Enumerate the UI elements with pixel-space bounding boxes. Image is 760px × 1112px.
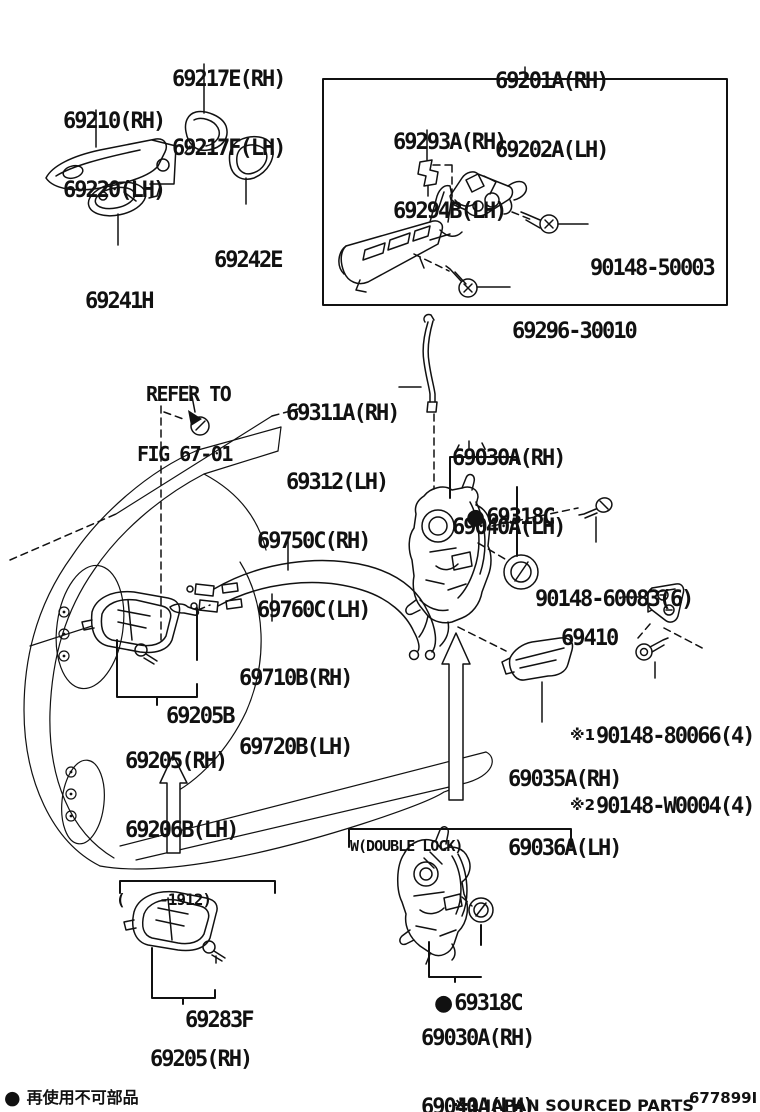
label-inner-handle-pin-old: 69283F bbox=[185, 1008, 254, 1033]
rear-cable-drawing bbox=[187, 561, 435, 660]
door-lock-drawing bbox=[406, 475, 491, 646]
inner-handle-pin-drawing bbox=[135, 644, 157, 664]
label-lock-screws: 90148-60083(6) bbox=[535, 587, 694, 612]
label-outer-handle: 69210(RH) 69220(LH) bbox=[63, 109, 166, 203]
label-handle-cover: 69217E(RH) 69217F(LH) bbox=[172, 67, 286, 161]
diagram-code: 677899I bbox=[689, 1089, 758, 1107]
handle-gasket-drawing bbox=[229, 137, 273, 180]
label-frame-assembly: 69201A(RH) 69202A(LH) bbox=[495, 69, 609, 163]
double-lock-grommet-drawing bbox=[469, 898, 493, 922]
label-front-cable: 69710B(RH) 69720B(LH) bbox=[239, 666, 353, 760]
note-date-range: ( -1912) bbox=[116, 890, 212, 909]
inner-handle-drawing bbox=[82, 592, 180, 653]
striker-drawing bbox=[648, 584, 684, 622]
frame-assembly-box bbox=[323, 79, 727, 305]
legend-non-reusable: ●再使用不可部品 ●Non-reusable part bbox=[4, 1087, 139, 1109]
outer-handle-drawing bbox=[46, 139, 176, 198]
label-frame-screw-lower: 69296-30010 bbox=[512, 319, 638, 344]
label-lock-grommet: ●69318C bbox=[466, 505, 556, 530]
striker-screw-drawing bbox=[636, 638, 668, 660]
label-inner-handle-old: 69205(RH) 69206B(LH) bbox=[150, 1047, 253, 1072]
label-frame-clip: 69293A(RH) 69294B(LH) bbox=[393, 130, 507, 224]
leader-lines bbox=[96, 64, 655, 963]
legend-bullet-icon: ● bbox=[4, 1087, 21, 1109]
arrow-up-old-handle bbox=[160, 755, 187, 853]
inner-handle-old-drawing bbox=[124, 892, 217, 951]
label-handle-gasket: 69242E bbox=[214, 248, 283, 273]
label-frame-screw-upper: 90148-50003 bbox=[590, 256, 716, 281]
legend-sourcing: ※1 JAPAN SOURCED PARTS ※2 LOCAL SOURCED … bbox=[453, 1096, 694, 1112]
note-refer-to-fig: REFER TO FIG 67-01 bbox=[137, 382, 233, 466]
label-lock-rod: 69311A(RH) 69312(LH) bbox=[286, 401, 400, 495]
handle-bezel-drawing bbox=[85, 177, 148, 220]
lock-screw-drawing bbox=[579, 496, 614, 518]
label-door-check: 69035A(RH) 69036A(LH) bbox=[508, 767, 622, 861]
frame-assembly-drawing bbox=[339, 172, 526, 292]
label-striker-screws: ※190148-80066(4) ※290148-W0004(4) bbox=[570, 724, 755, 819]
lock-rod-drawing bbox=[423, 315, 437, 412]
refer-screw-drawing bbox=[188, 386, 209, 435]
door-check-drawing bbox=[502, 638, 573, 680]
label-handle-bezel: 69241H bbox=[85, 289, 154, 314]
frame-screw-lower-drawing bbox=[446, 266, 477, 297]
label-door-lock-double: 69030A(RH) 69040A(LH) bbox=[421, 1026, 535, 1112]
bracket-lines bbox=[117, 457, 571, 1004]
note-double-lock: W(DOUBLE LOCK) bbox=[350, 837, 463, 855]
dashed-lines bbox=[10, 165, 706, 906]
lock-grommet-drawing bbox=[504, 555, 538, 589]
cable-connector-drawing bbox=[170, 604, 198, 615]
label-handle-pin: 69205B bbox=[166, 704, 235, 729]
arrow-up-double-lock bbox=[442, 633, 470, 800]
label-door-lock: 69030A(RH) 69040A(LH) bbox=[452, 446, 566, 540]
frame-clip-drawing bbox=[418, 160, 438, 196]
frame-screw-upper-drawing bbox=[521, 212, 558, 233]
handle-cover-drawing bbox=[185, 112, 227, 153]
label-lock-grommet-double: ●69318C bbox=[434, 991, 524, 1016]
label-striker: 69410 bbox=[561, 626, 619, 651]
inner-handle-pin-old-drawing bbox=[203, 941, 225, 961]
label-rear-cable: 69750C(RH) 69760C(LH) bbox=[257, 529, 371, 623]
label-inner-handle: 69205(RH) 69206B(LH) bbox=[125, 749, 239, 843]
